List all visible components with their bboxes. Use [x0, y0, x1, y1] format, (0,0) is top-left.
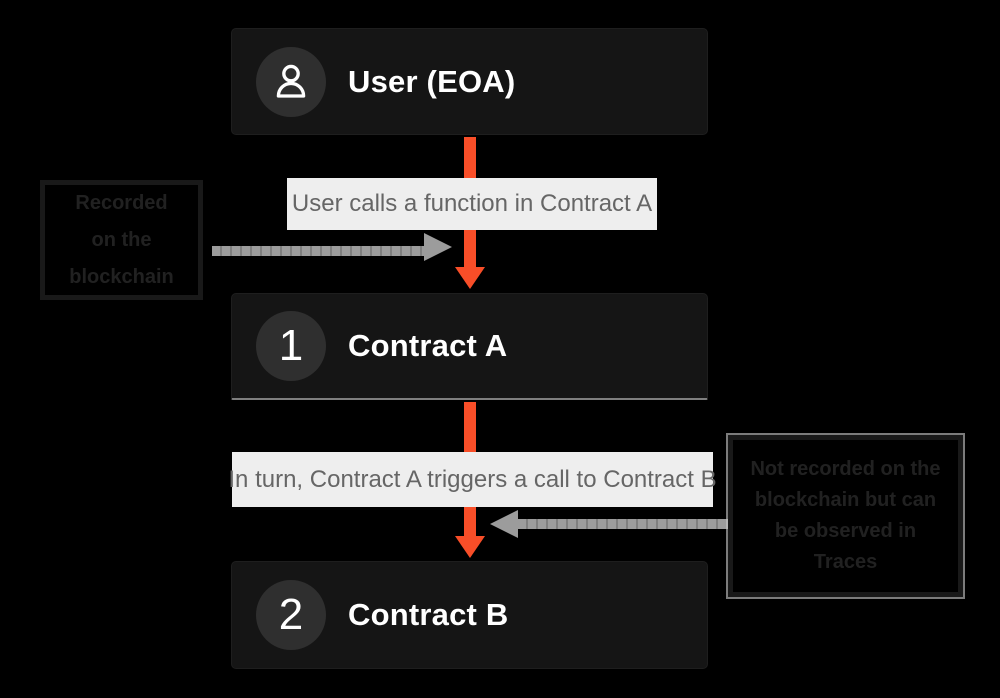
node-title-contract-a: Contract A	[348, 328, 508, 363]
gray-arrow-shaft-left	[212, 246, 424, 256]
edge-label-2: In turn, Contract A triggers a call to C…	[228, 452, 717, 507]
flow-arrow-head-1	[455, 267, 485, 289]
annotation-line: Not recorded on the	[750, 458, 941, 480]
badge-number-2: 2	[278, 590, 304, 639]
user-icon	[276, 64, 306, 98]
flow-node-contract-a: 1 Contract A	[231, 293, 708, 400]
user-badge	[256, 46, 326, 117]
contract-b-badge: 2	[256, 580, 326, 650]
gray-arrow-head-right-icon	[424, 233, 452, 261]
annotation-line: Recorded	[75, 191, 168, 214]
contract-a-badge: 1	[256, 311, 326, 381]
gray-arrow-shaft-right	[518, 519, 728, 529]
node-title-user: User (EOA)	[348, 63, 516, 99]
gray-arrow-head-left-icon	[490, 510, 518, 538]
edge-label-1: User calls a function in Contract A	[287, 178, 657, 230]
annotation-line: blockchain but can	[754, 489, 937, 511]
annotation-line: blockchain	[69, 265, 174, 288]
node-title-contract-b: Contract B	[348, 597, 509, 632]
annotation-line: on the	[91, 228, 152, 251]
flow-arrow-head-2	[455, 536, 485, 558]
flow-node-user: User (EOA)	[231, 28, 708, 135]
annotation-line: be observed in	[774, 520, 917, 542]
badge-number-1: 1	[278, 321, 304, 370]
annotation-box-recorded: Recorded on the blockchain	[40, 180, 203, 300]
annotation-box-not-recorded: Not recorded on the blockchain but can b…	[726, 433, 965, 599]
annotation-line: Traces	[813, 551, 878, 573]
flow-node-contract-b: 2 Contract B	[231, 561, 708, 669]
